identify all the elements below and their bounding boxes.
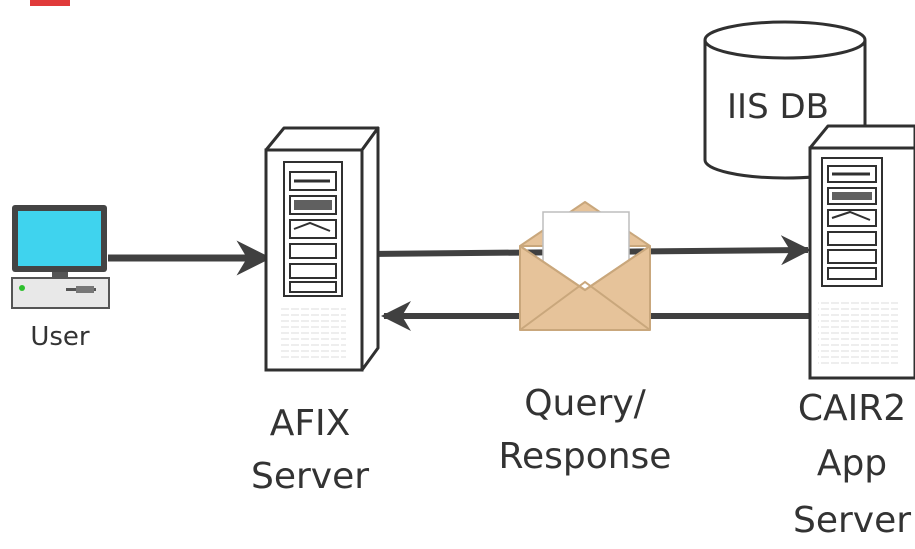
- afix-server-icon: [264, 126, 380, 372]
- query-response-label-line2: Response: [499, 436, 672, 477]
- corner-mark: [30, 0, 70, 6]
- afix-label-line1: AFIX: [270, 403, 351, 444]
- cair2-label-line2: App: [817, 443, 887, 484]
- cair2-label-line3: Server: [793, 500, 911, 541]
- query-response-label-line1: Query/: [524, 383, 646, 424]
- cair2-label-line1: CAIR2: [798, 388, 906, 429]
- user-computer-icon: [11, 205, 110, 309]
- user-label: User: [30, 322, 90, 352]
- envelope-icon: [519, 201, 651, 331]
- database-label: IIS DB: [727, 87, 829, 127]
- afix-label-line2: Server: [251, 456, 369, 497]
- cair2-server-icon: [808, 124, 915, 380]
